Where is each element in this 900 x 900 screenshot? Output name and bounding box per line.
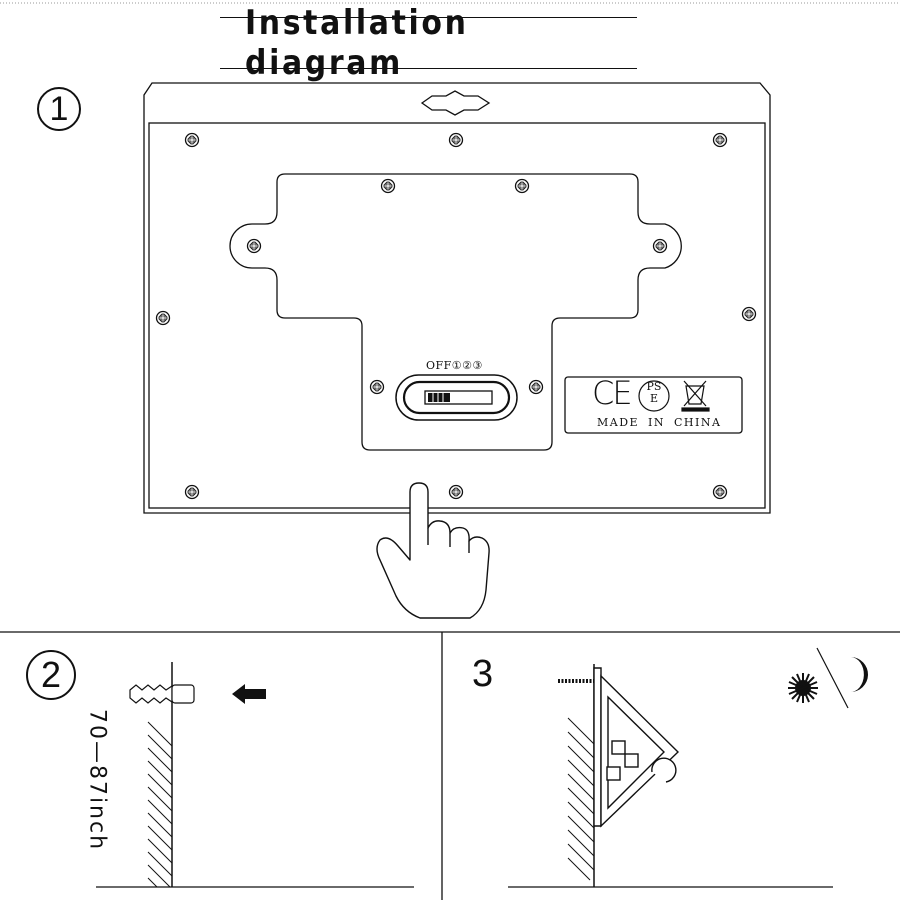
screw-icon xyxy=(712,484,728,500)
switch-mode-label: OFF①②③ xyxy=(426,359,483,372)
battery-cover-outline xyxy=(229,173,682,451)
step-1-number: 1 xyxy=(37,87,81,131)
screw-icon xyxy=(652,238,668,254)
screw-icon xyxy=(448,132,464,148)
step-3-number: 3 xyxy=(472,653,494,695)
screw-icon xyxy=(246,238,262,254)
screw-icon xyxy=(369,379,385,395)
step-2-number: 2 xyxy=(26,650,76,700)
hanging-slot xyxy=(420,90,491,116)
diagram-title: Installation diagram xyxy=(220,3,637,83)
screw-icon xyxy=(528,379,544,395)
pse-mark xyxy=(638,380,670,412)
made-in-label: MADE IN CHINA xyxy=(597,416,722,429)
moon-icon xyxy=(850,657,869,693)
ce-mark: CE xyxy=(592,374,633,412)
screw-icon xyxy=(184,132,200,148)
diagram-title-text: Installation diagram xyxy=(245,3,469,83)
mounted-light xyxy=(508,647,869,888)
screw-icon xyxy=(380,178,396,194)
screw-icon xyxy=(184,484,200,500)
screw-icon xyxy=(741,306,757,322)
mode-switch xyxy=(395,374,518,421)
wall-anchor-icon xyxy=(129,684,195,704)
screw-icon xyxy=(448,484,464,500)
weee-bin-icon xyxy=(681,380,710,412)
hand-pointer-icon xyxy=(376,482,490,619)
sun-icon xyxy=(788,673,818,703)
wall-with-anchor xyxy=(96,662,414,888)
screw-icon xyxy=(155,310,171,326)
arrow-left-icon xyxy=(232,684,266,704)
light-panel-back xyxy=(143,82,771,514)
pse-mark-text: PS E xyxy=(646,380,662,405)
mounting-height-label: 70—87inch xyxy=(84,708,110,852)
screw-icon xyxy=(514,178,530,194)
screw-icon xyxy=(712,132,728,148)
